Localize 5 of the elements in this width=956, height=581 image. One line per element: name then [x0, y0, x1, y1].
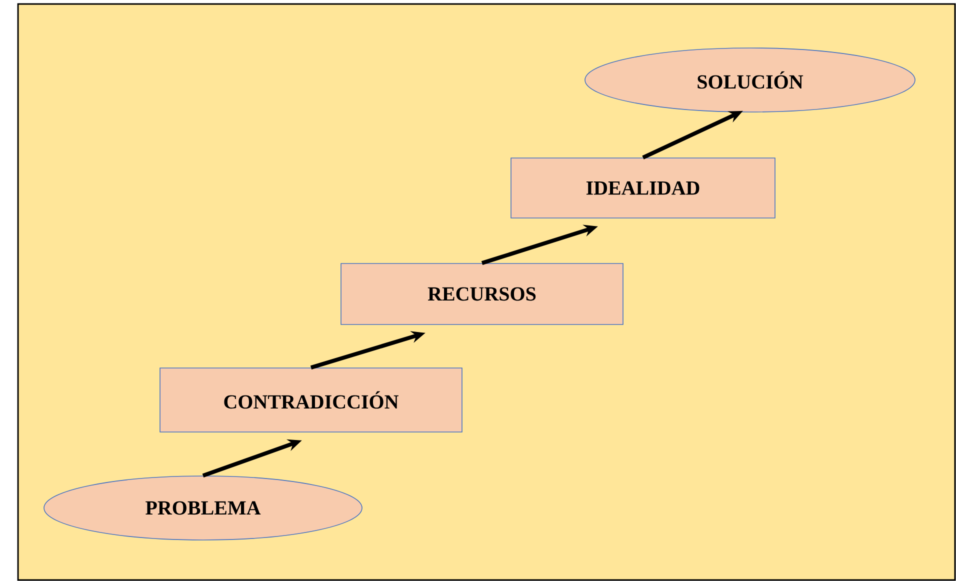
oval-node: SOLUCIÓN	[584, 48, 916, 112]
step-box: RECURSOS	[340, 263, 624, 325]
step-box: IDEALIDAD	[510, 158, 776, 218]
oval-node: PROBLEMA	[44, 476, 362, 540]
step-box: CONTRADICCIÓN	[160, 368, 462, 432]
